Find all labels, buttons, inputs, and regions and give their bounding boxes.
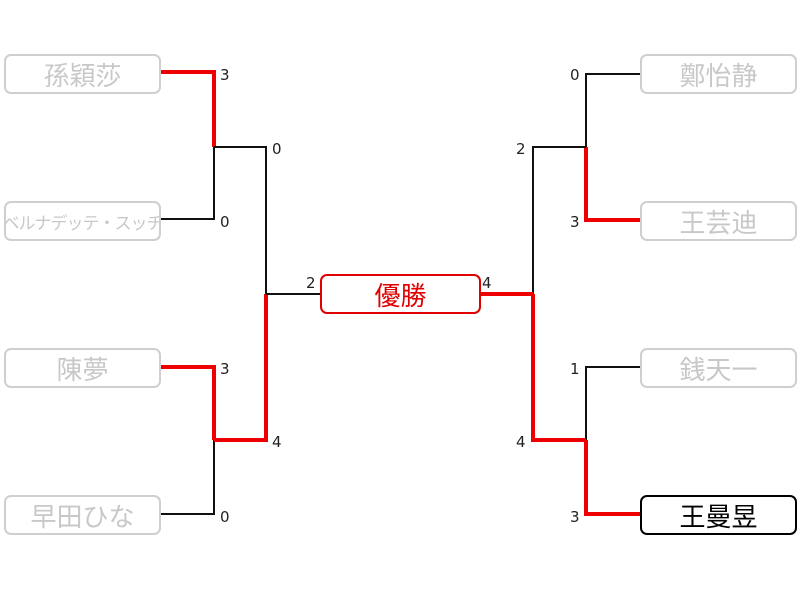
line-L2 (161, 147, 215, 220)
player-R1: 鄭怡静 (640, 54, 797, 94)
line-sf-L-bot (214, 294, 268, 442)
player-L3: 陳夢 (4, 348, 161, 388)
score-r1-R1: 0 (570, 66, 580, 84)
line-R4 (584, 440, 640, 516)
line-L3 (161, 365, 216, 440)
champion-title: 優勝 (320, 274, 481, 314)
player-L1: 孫穎莎 (4, 54, 161, 94)
score-r1-R2: 3 (570, 213, 580, 231)
score-r1-L3: 3 (220, 360, 230, 378)
player-L4: 早田ひな (4, 495, 161, 535)
line-R2 (584, 147, 640, 222)
score-r1-R4: 3 (570, 508, 580, 526)
line-R3 (585, 366, 640, 440)
score-final-R: 4 (482, 274, 492, 292)
player-R2: 王芸迪 (640, 201, 797, 241)
score-r1-L2: 0 (220, 213, 230, 231)
line-sf-R-top (532, 146, 586, 294)
line-R1 (585, 73, 640, 147)
score-sf-L-top: 0 (272, 140, 282, 158)
score-final-L: 2 (306, 274, 316, 292)
line-sf-R-bot (531, 294, 586, 442)
score-sf-R-top: 2 (516, 140, 526, 158)
line-L1 (161, 70, 216, 147)
line-L4 (161, 440, 215, 515)
score-sf-R-bot: 4 (516, 433, 526, 451)
score-r1-R3: 1 (570, 360, 580, 378)
score-sf-L-bot: 4 (272, 433, 282, 451)
player-R3: 銭天一 (640, 348, 797, 388)
player-R4-champion: 王曼昱 (640, 495, 797, 535)
score-r1-L1: 3 (220, 66, 230, 84)
line-sf-L-top (214, 146, 267, 294)
player-L2: ベルナデッテ・スッチ (4, 201, 161, 241)
score-r1-L4: 0 (220, 508, 230, 526)
